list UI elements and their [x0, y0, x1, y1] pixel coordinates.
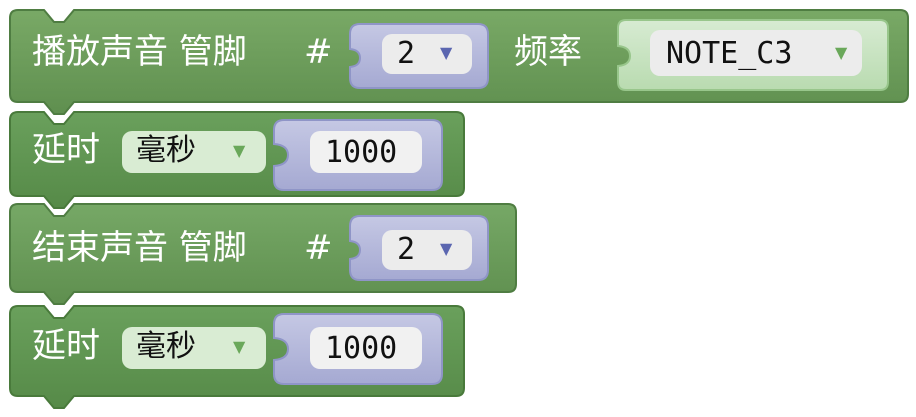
play-tone-label: 播放声音 管脚: [32, 32, 247, 72]
delay-value-box[interactable]: [310, 131, 422, 173]
play-tone-pin-hash: #: [304, 32, 333, 72]
chevron-down-icon: ▼: [233, 337, 246, 356]
delay-unit-dropdown[interactable]: [122, 131, 266, 173]
chevron-down-icon: ▼: [835, 43, 848, 62]
play-tone-frequency-dropdown[interactable]: [650, 30, 862, 76]
delay-value-box-bottom[interactable]: [310, 327, 422, 369]
stop-tone-pin-hash: #: [304, 228, 333, 268]
delay-value-bottom: 1000: [325, 331, 398, 366]
stop-tone-pin-value: 2: [397, 232, 416, 267]
delay-unit-value-bottom: 毫秒: [136, 329, 196, 364]
delay-unit-dropdown-bottom[interactable]: [122, 327, 266, 369]
play-tone-pin-dropdown[interactable]: [382, 34, 472, 74]
stop-tone-label: 结束声音 管脚: [32, 228, 247, 268]
play-tone-frequency-value: NOTE_C3: [666, 36, 793, 71]
chevron-down-icon: ▼: [440, 43, 453, 62]
delay-unit-value: 毫秒: [136, 133, 196, 168]
delay-value: 1000: [325, 135, 398, 170]
delay-label-bottom: 延时: [32, 326, 100, 366]
chevron-down-icon: ▼: [233, 141, 246, 160]
play-tone-pin-value: 2: [397, 36, 416, 71]
delay-label: 延时: [32, 130, 100, 170]
chevron-down-icon: ▼: [440, 239, 453, 258]
stop-tone-pin-dropdown[interactable]: [382, 230, 472, 270]
play-tone-frequency-label: 频率: [514, 32, 582, 72]
